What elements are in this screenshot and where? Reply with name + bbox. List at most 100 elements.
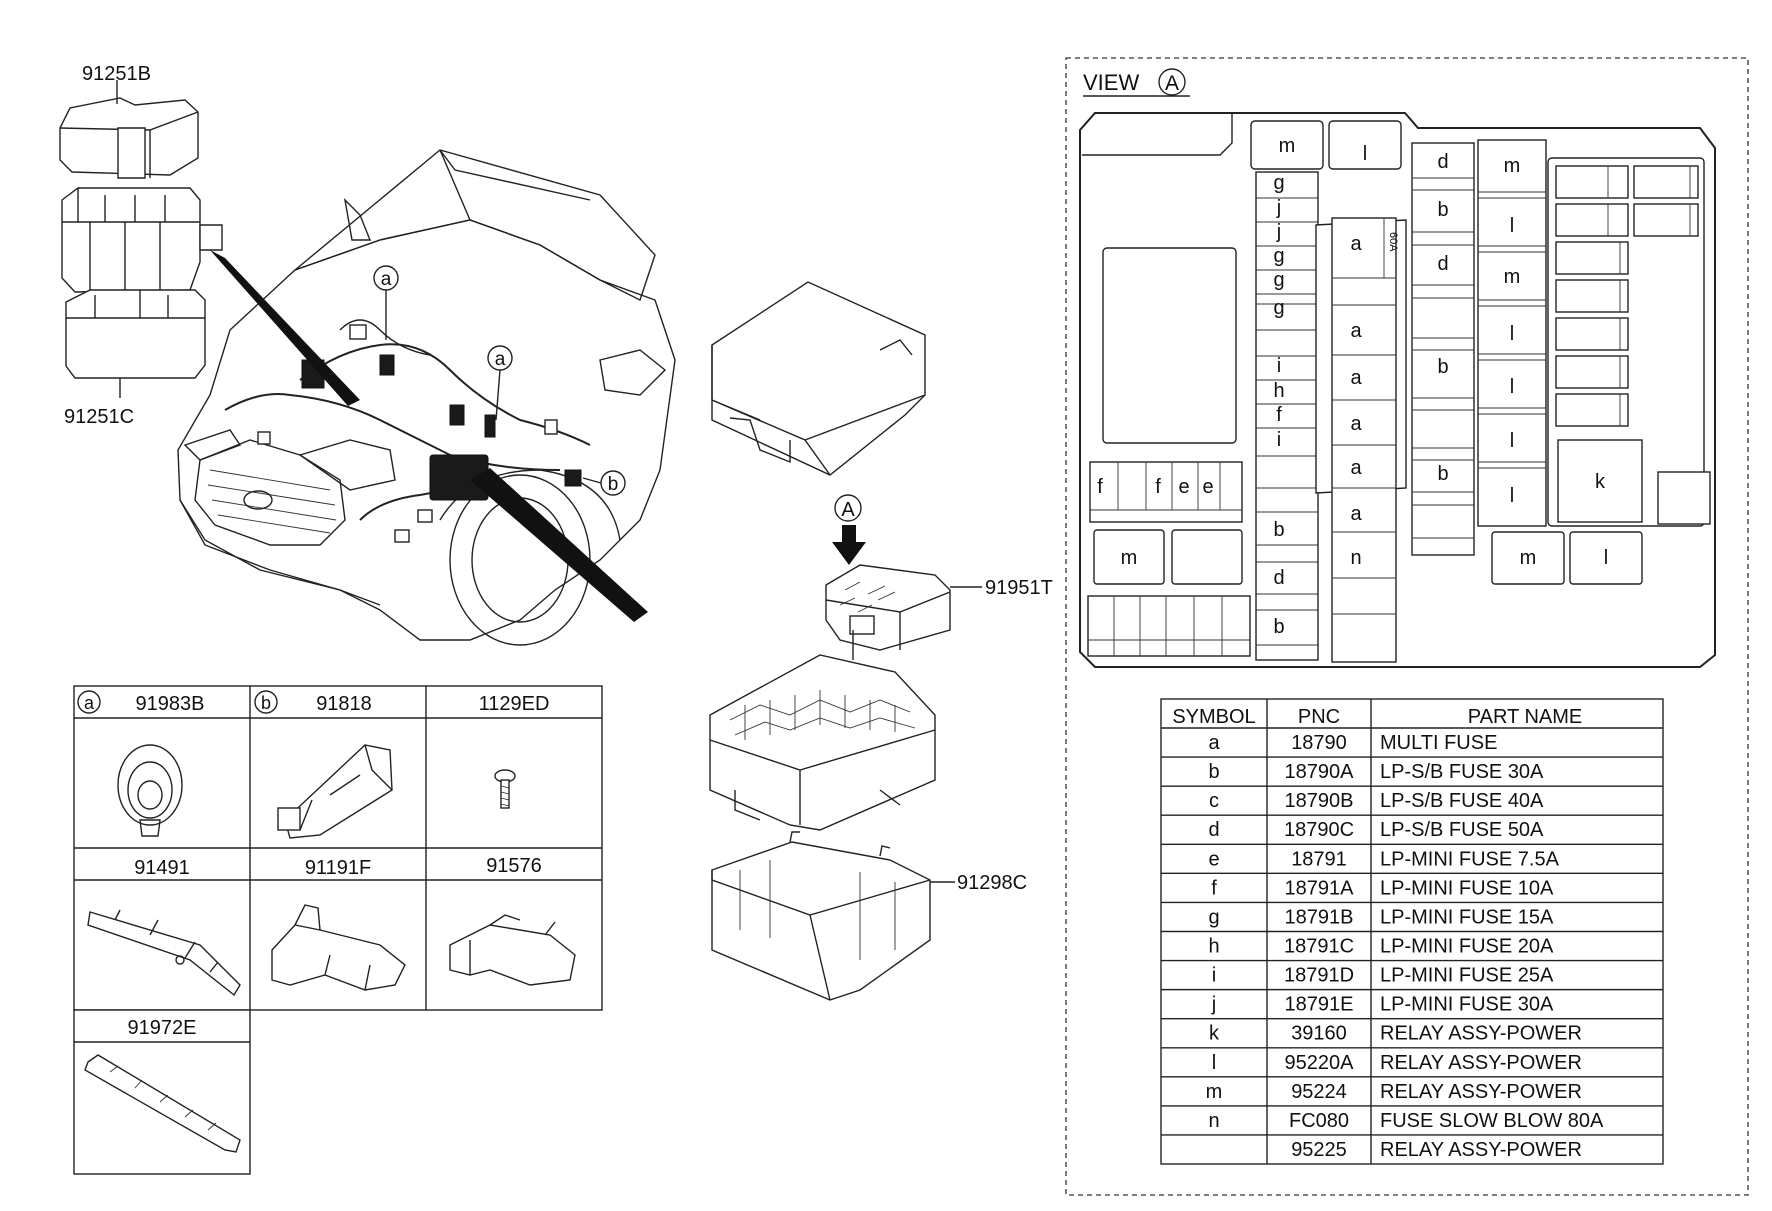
cover-center[interactable] <box>711 281 926 476</box>
grid-cell-91818[interactable]: b 91818 <box>254 690 372 715</box>
fuse-c5-5[interactable]: l <box>1510 430 1514 452</box>
svg-text:a: a <box>84 693 95 713</box>
fuse-c3-4[interactable]: a <box>1350 457 1362 479</box>
top-cover-91251b[interactable] <box>59 80 199 179</box>
legend-part-name: FUSE SLOW BLOW 80A <box>1380 1110 1604 1132</box>
fuse-left-m[interactable]: m <box>1093 529 1165 585</box>
legend-symbol: i <box>1212 965 1216 987</box>
marker-A-view[interactable]: A <box>834 494 862 522</box>
legend-pnc: 18791C <box>1284 935 1354 957</box>
svg-text:m: m <box>1279 135 1296 157</box>
svg-text:l: l <box>1604 547 1608 569</box>
svg-text:91983B: 91983B <box>136 693 205 715</box>
fuse-c2-4[interactable]: g <box>1273 269 1284 291</box>
legend-symbol: h <box>1208 935 1219 957</box>
junction-box-91951t[interactable] <box>825 564 982 651</box>
grid-cell-91491[interactable]: 91491 <box>134 857 190 879</box>
grid-cell-1129ed[interactable]: 1129ED <box>479 693 550 715</box>
fuse-c5-4[interactable]: l <box>1510 376 1514 398</box>
fuse-left-f1[interactable]: f <box>1097 476 1103 498</box>
relay-bottom-m[interactable]: m <box>1491 531 1565 585</box>
legend-symbol: f <box>1211 877 1217 899</box>
fuse-c2-11[interactable]: d <box>1273 567 1284 589</box>
fuse-left-f2[interactable]: f <box>1155 476 1161 498</box>
view-a-title: VIEW A <box>1083 68 1190 97</box>
fuse-c2-8[interactable]: f <box>1276 404 1282 426</box>
marker-a-1[interactable]: a <box>373 265 399 340</box>
fuse-c2-5[interactable]: g <box>1273 297 1284 319</box>
fuse-left-e2[interactable]: e <box>1202 476 1213 498</box>
fuse-c2-1[interactable]: j <box>1276 197 1281 219</box>
fuse-c5-0[interactable]: m <box>1504 155 1521 177</box>
fuse-left-large-block <box>1102 247 1237 444</box>
fuse-c5-1[interactable]: l <box>1510 215 1514 237</box>
legend-part-name: RELAY ASSY-POWER <box>1380 1139 1582 1161</box>
fuse-c3-3[interactable]: a <box>1350 413 1362 435</box>
legend-pnc: 18791 <box>1291 848 1347 870</box>
relay-k[interactable]: k <box>1557 439 1643 523</box>
fuse-c4-1[interactable]: b <box>1437 199 1448 221</box>
legend-symbol: k <box>1209 1023 1220 1045</box>
fuse-box-main[interactable] <box>709 630 936 831</box>
fuse-layout-outline <box>1079 112 1716 668</box>
fuse-c2-9[interactable]: i <box>1277 429 1281 451</box>
fuse-c3-2[interactable]: a <box>1350 367 1362 389</box>
lower-cover-91298c[interactable] <box>711 831 955 1001</box>
fuse-c2-7[interactable]: h <box>1273 380 1284 402</box>
fuse-c4-0[interactable]: d <box>1437 151 1448 173</box>
legend-symbol: l <box>1212 1052 1216 1074</box>
grid-cell-91972e[interactable]: 91972E <box>128 1017 197 1039</box>
fuse-c4-4[interactable]: b <box>1437 463 1448 485</box>
fuse-c5-2[interactable]: m <box>1504 266 1521 288</box>
fuse-c2-3[interactable]: g <box>1273 245 1284 267</box>
fuse-c5-3[interactable]: l <box>1510 323 1514 345</box>
fuse-c2-0[interactable]: g <box>1273 172 1284 194</box>
svg-text:b: b <box>261 693 271 713</box>
upper-box-91251c[interactable] <box>61 187 223 398</box>
svg-text:A: A <box>1165 72 1179 95</box>
fuse-c1-l[interactable]: l <box>1328 120 1402 170</box>
fuse-left-row <box>1089 461 1243 523</box>
fuse-c3-5[interactable]: a <box>1350 503 1362 525</box>
legend-part-name: LP-MINI FUSE 15A <box>1380 906 1554 928</box>
grid-cell-91576[interactable]: 91576 <box>486 855 542 877</box>
grid-cell-91191f[interactable]: 91191F <box>305 857 371 879</box>
fuse-c1-m[interactable]: m <box>1250 120 1324 170</box>
fuse-c5-6[interactable]: l <box>1510 485 1514 507</box>
legend-part-name: RELAY ASSY-POWER <box>1380 1023 1582 1045</box>
legend-pnc: 18791D <box>1284 965 1354 987</box>
marker-a-2[interactable]: a <box>487 345 513 421</box>
relay-bottom-l[interactable]: l <box>1569 531 1643 585</box>
legend-pnc: 18790C <box>1284 819 1354 841</box>
fuse-left-e1[interactable]: e <box>1178 476 1189 498</box>
marker-b-car[interactable]: b <box>582 470 626 496</box>
fuse-c2-12[interactable]: b <box>1273 616 1284 638</box>
fuse-c4-3[interactable]: b <box>1437 356 1448 378</box>
grid-cell-91983b[interactable]: a 91983B <box>77 690 205 715</box>
fuse-c2-10[interactable]: b <box>1273 519 1284 541</box>
fuse-c2-6[interactable]: i <box>1277 355 1281 377</box>
svg-text:k: k <box>1595 471 1606 493</box>
fuse-c3-6[interactable]: n <box>1350 547 1361 569</box>
fuse-c2-2[interactable]: j <box>1276 221 1281 243</box>
legend-header-symbol: SYMBOL <box>1172 706 1255 728</box>
fuse-c4-2[interactable]: d <box>1437 253 1448 275</box>
fuse-left-blank <box>1171 529 1243 585</box>
fuse-c3-1[interactable]: a <box>1350 320 1362 342</box>
fuse-c3-0[interactable]: a <box>1350 233 1362 255</box>
